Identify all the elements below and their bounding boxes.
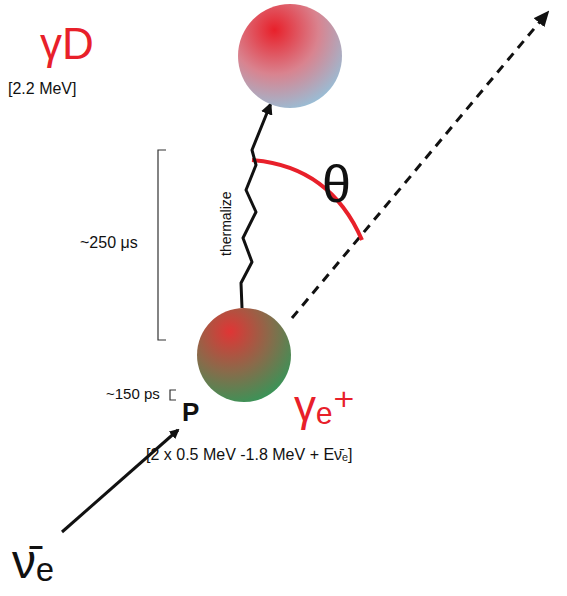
time-label: ~150 ps xyxy=(106,386,160,403)
particle-label: γD xyxy=(40,20,94,68)
neutrino-symbol: ν̄ₑ xyxy=(12,536,54,589)
time-label: ~250 μs xyxy=(80,234,138,252)
time-bracket xyxy=(170,390,176,400)
angle-symbol: θ xyxy=(322,156,351,213)
neutrino-arrow xyxy=(62,430,178,532)
energy-label: [2 x 0.5 MeV -1.8 MeV + Eν̄ₑ] xyxy=(146,446,352,464)
particle-circle: γₑ⁺[2 x 0.5 MeV -1.8 MeV + Eν̄ₑ] xyxy=(197,308,291,402)
energy-label: [2.2 MeV] xyxy=(8,80,76,98)
time-bracket xyxy=(158,150,166,340)
circle-shape xyxy=(197,308,291,402)
edge-label: thermalize xyxy=(218,190,233,259)
thermalize-path xyxy=(241,104,271,308)
circle-shape xyxy=(238,4,342,108)
particle-circle: γD[2.2 MeV] xyxy=(238,4,342,108)
particle-label: γₑ⁺ xyxy=(294,382,356,430)
point-label: P xyxy=(182,398,199,427)
